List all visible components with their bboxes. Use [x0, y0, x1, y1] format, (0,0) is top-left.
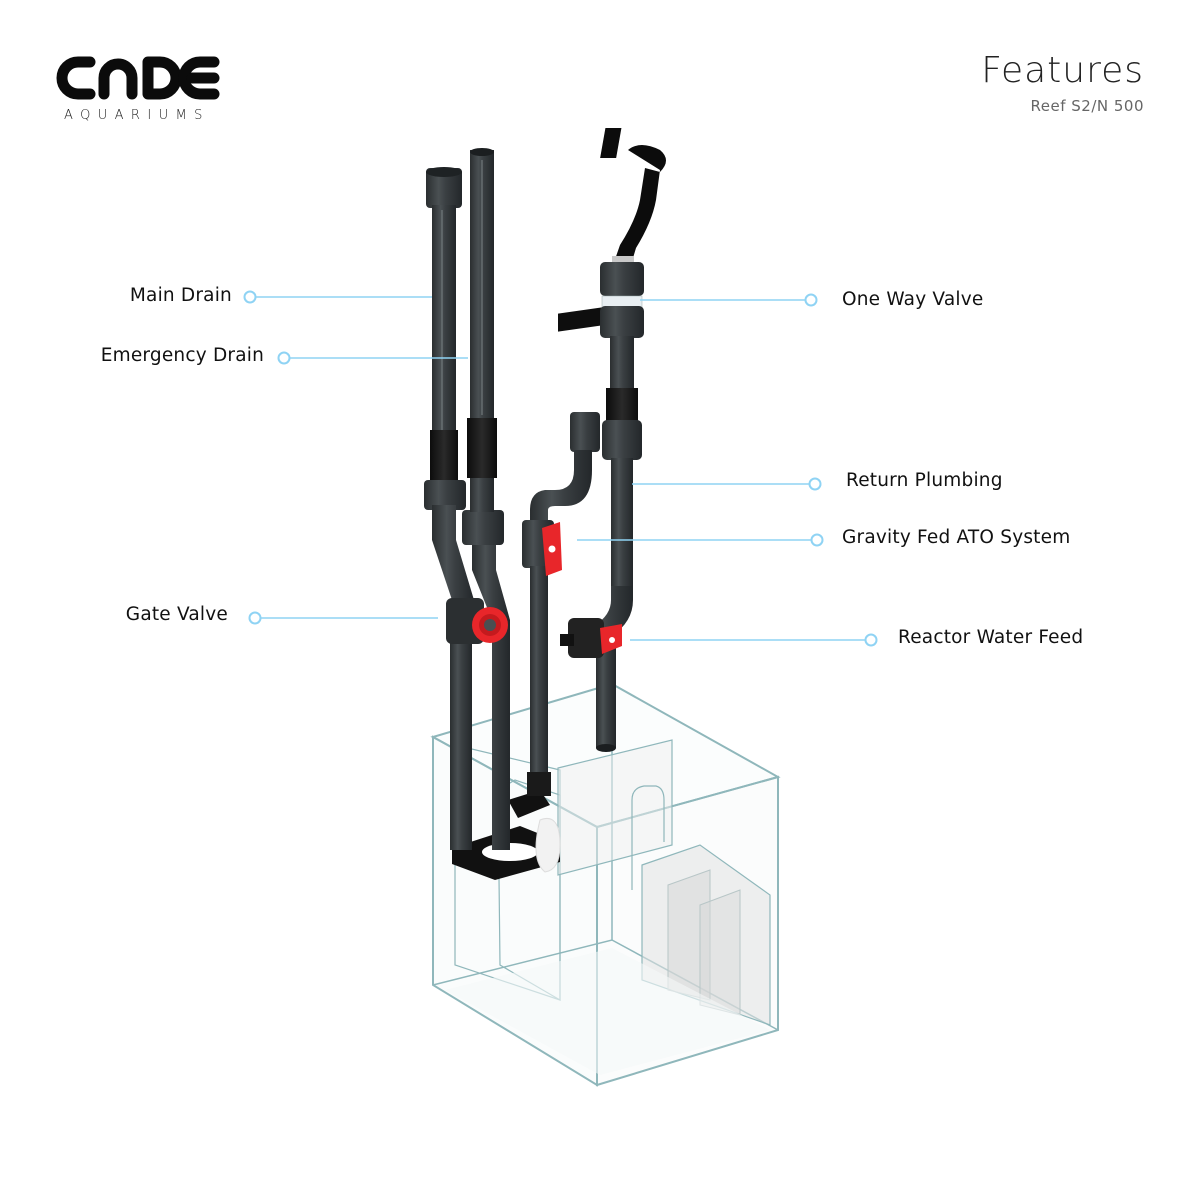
- label-gate-valve: Gate Valve: [125, 604, 228, 625]
- callout-line-emergency-drain: [277, 351, 468, 365]
- label-reactor-water-feed: Reactor Water Feed: [898, 627, 1084, 648]
- label-gravity-fed-ato: Gravity Fed ATO System: [842, 527, 1071, 548]
- callout-line-gate-valve: [248, 611, 438, 625]
- sump-tank: [430, 682, 781, 1087]
- model-subtitle: Reef S2/N 500: [1030, 97, 1144, 115]
- callout-line-reactor-water-feed: [630, 633, 878, 647]
- gate-valve: [446, 598, 508, 644]
- callout-line-return-plumbing: [632, 477, 822, 491]
- ato-line-pipe: [522, 306, 610, 796]
- callout-line-gravity-fed-ato: [577, 533, 824, 547]
- cade-aquariums-logo: CADE AQUARIUMS: [56, 52, 222, 128]
- return-plumbing-pipe: [560, 128, 666, 752]
- cade-logo-mark: CADE: [56, 56, 220, 100]
- page-title: Features: [981, 50, 1144, 91]
- label-one-way-valve: One Way Valve: [842, 289, 984, 310]
- label-emergency-drain: Emergency Drain: [100, 345, 264, 366]
- callout-line-main-drain: [243, 290, 432, 304]
- logo-subtext: AQUARIUMS: [64, 108, 210, 123]
- callout-line-one-way-valve: [640, 293, 818, 307]
- label-main-drain: Main Drain: [129, 285, 232, 306]
- ato-float-bracket: [452, 790, 561, 880]
- label-return-plumbing: Return Plumbing: [846, 470, 1003, 491]
